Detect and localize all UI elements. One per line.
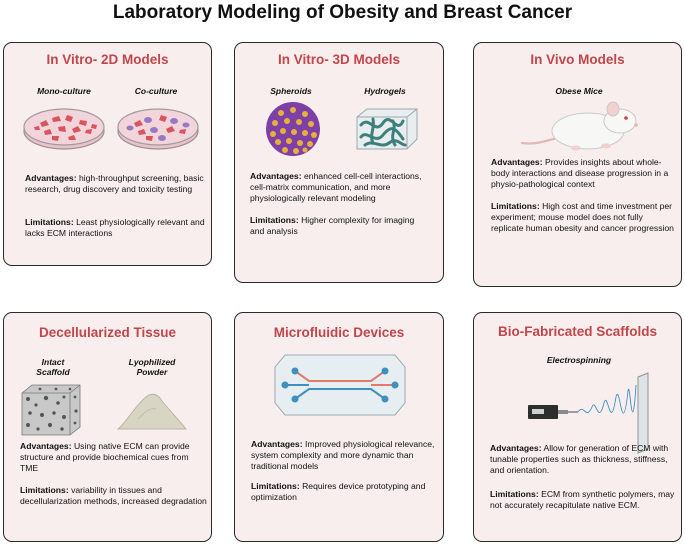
label-mono-culture: Mono-culture bbox=[37, 86, 91, 96]
panel-title: Microfluidic Devices bbox=[273, 325, 405, 340]
microfluidic-chip-icon bbox=[274, 354, 406, 416]
label-intact-scaffold: Intact Scaffold bbox=[36, 357, 70, 377]
page-title: Laboratory Modeling of Obesity and Breas… bbox=[112, 2, 573, 23]
lyophilized-powder-icon bbox=[116, 393, 188, 430]
limitations-text: Limitations: Higher complexity for imagi… bbox=[250, 215, 415, 236]
mouse-icon bbox=[520, 101, 638, 151]
limitations-text: Limitations: Requires device prototyping… bbox=[251, 481, 426, 502]
label-co-culture: Co-culture bbox=[134, 86, 178, 96]
limitations-text: Limitations: variability in tissues and … bbox=[20, 485, 207, 506]
panel-bio-fabricated-scaffolds: Bio-Fabricated Scaffolds Electrospinning… bbox=[473, 312, 682, 542]
advantages-text: Advantages: Using native ECM can provide… bbox=[20, 441, 190, 473]
limitations-text: Limitations: ECM from synthetic polymers… bbox=[490, 489, 675, 510]
panel-in-vivo: In Vivo Models Obese Mice Advantages: Pr… bbox=[473, 42, 682, 287]
limitations-text: Limitations: High cost and time investme… bbox=[491, 201, 674, 233]
panel-title: Decellularized Tissue bbox=[38, 325, 177, 340]
advantages-text: Advantages: enhanced cell-cell interacti… bbox=[250, 171, 422, 203]
intact-scaffold-icon bbox=[21, 384, 81, 436]
panel-title: Bio-Fabricated Scaffolds bbox=[497, 324, 658, 339]
label-hydrogels: Hydrogels bbox=[364, 86, 406, 96]
panel-in-vitro-3d: In Vitro- 3D Models Spheroids Hydrogels … bbox=[234, 42, 444, 283]
label-lyophilized-powder: Lyophilized Powder bbox=[128, 357, 176, 377]
advantages-text: Advantages: Provides insights about whol… bbox=[491, 157, 669, 189]
panel-title: In Vivo Models bbox=[530, 52, 625, 67]
panel-title: In Vitro- 2D Models bbox=[46, 52, 169, 67]
limitations-text: Limitations: Least physiologically relev… bbox=[25, 217, 205, 238]
advantages-text: Advantages: Allow for generation of ECM … bbox=[490, 443, 669, 475]
panel-title: In Vitro- 3D Models bbox=[277, 52, 400, 67]
label-electrospinning: Electrospinning bbox=[546, 355, 612, 365]
petri-dish-mono-icon bbox=[23, 108, 105, 150]
electrospinning-icon bbox=[528, 372, 649, 454]
panel-decellularized-tissue: Decellularized Tissue Intact Scaffold Ly… bbox=[3, 312, 212, 542]
petri-dish-co-icon bbox=[117, 108, 199, 150]
advantages-text: Advantages: Improved physiological relev… bbox=[251, 439, 435, 471]
label-spheroids: Spheroids bbox=[270, 86, 312, 96]
advantages-text: Advantages: high-throughput screening, b… bbox=[25, 173, 204, 194]
panel-microfluidic-devices: Microfluidic Devices Advantages: Improve… bbox=[234, 312, 444, 542]
hydrogel-icon bbox=[356, 108, 418, 150]
label-obese-mice: Obese Mice bbox=[555, 86, 603, 96]
spheroid-icon bbox=[266, 102, 320, 156]
panel-in-vitro-2d: In Vitro- 2D Models Mono-culture Co-cult… bbox=[3, 42, 212, 266]
